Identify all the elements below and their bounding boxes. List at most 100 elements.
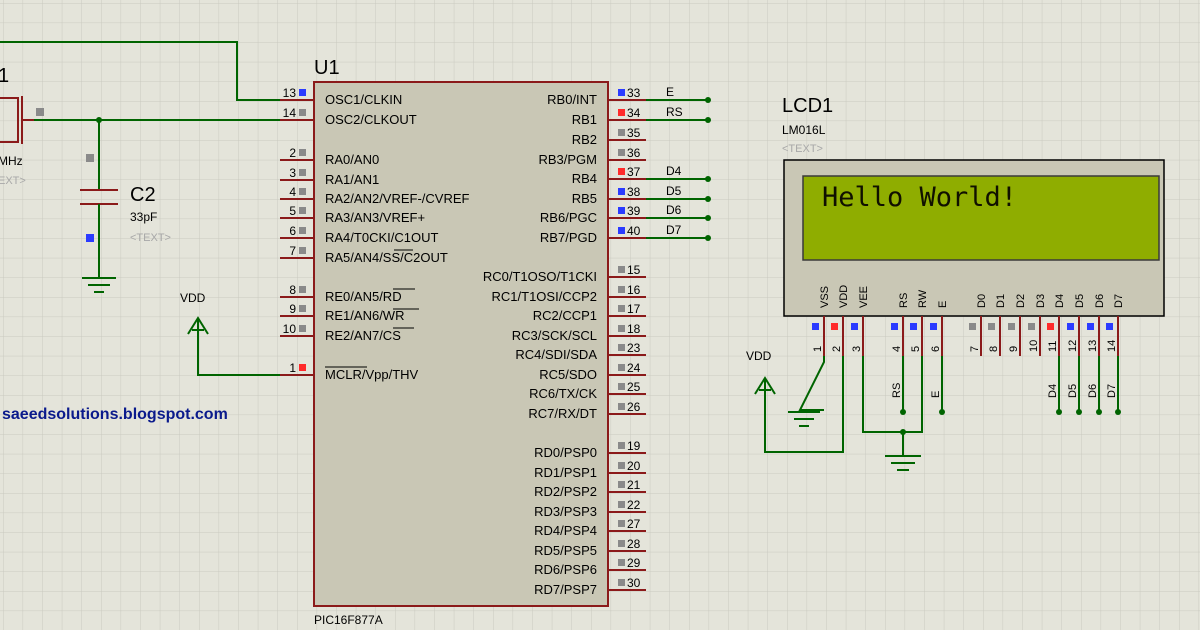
mcu-pin-number: 16 — [627, 283, 641, 297]
mcu-pin-number: 25 — [627, 380, 641, 394]
mcu-pin-number: 22 — [627, 498, 641, 512]
mcu-pin-number: 18 — [627, 322, 641, 336]
lcd-net-label-d4: D4 — [1047, 384, 1059, 398]
lcd-screen — [802, 175, 1160, 261]
mcu-pin-marker — [299, 325, 306, 332]
mcu-pin-label-re0-an5-rd: RE0/AN5/RD — [325, 289, 402, 304]
net-terminal-dot — [900, 409, 906, 415]
lcd-pin-marker — [1087, 323, 1094, 330]
lcd-part: LM016L — [782, 123, 826, 137]
mcu-pin-label-ra3-an3-vref: RA3/AN3/VREF+ — [325, 210, 425, 225]
lcd-net-label-d6: D6 — [1087, 384, 1099, 398]
net-terminal-dot — [705, 235, 711, 241]
mcu-pin-label-re1-an6-wr: RE1/AN6/WR — [325, 308, 404, 323]
mcu-pin-label-re2-an7-cs: RE2/AN7/CS — [325, 328, 401, 343]
lcd-net-label-d7: D7 — [1106, 384, 1118, 398]
crystal-freq-partial: MHz — [0, 154, 23, 168]
mcu-pin-number: 13 — [283, 86, 297, 100]
mcu-pin-number: 1 — [289, 361, 296, 375]
lcd-pin-number: 11 — [1047, 341, 1059, 352]
mcu-pin-marker — [299, 109, 306, 116]
lcd-pin-number: 6 — [930, 346, 942, 352]
lcd-pin-marker — [930, 323, 937, 330]
mcu-pin-label-rb6-pgc: RB6/PGC — [540, 210, 597, 225]
mcu-pin-label-rb3-pgm: RB3/PGM — [538, 152, 597, 167]
mcu-pin-number: 26 — [627, 400, 641, 414]
mcu-pin-label-mclr-vpp-thv: MCLR/Vpp/THV — [325, 367, 419, 382]
lcd-ref: LCD1 — [782, 95, 833, 117]
mcu-pin-marker — [618, 109, 625, 116]
mcu-pin-marker — [618, 266, 625, 273]
lcd-pin-label-e: E — [937, 301, 949, 308]
lcd-pin-label-d5: D5 — [1074, 294, 1086, 308]
mcu-pin-label-osc2-clkout: OSC2/CLKOUT — [325, 112, 417, 127]
mcu-pin-number: 20 — [627, 459, 641, 473]
lcd-pin-label-d6: D6 — [1094, 294, 1106, 308]
mcu-pin-label-rd5-psp5: RD5/PSP5 — [534, 543, 597, 558]
lcd-pin-marker — [1067, 323, 1074, 330]
mcu-pin-marker — [299, 188, 306, 195]
crystal-text-partial: EXT> — [0, 175, 26, 187]
cap-pin-marker-bottom — [86, 234, 94, 242]
lcd-pin-label-d4: D4 — [1054, 294, 1066, 308]
mcu-pin-marker — [618, 305, 625, 312]
lcd-pin-number: 5 — [910, 346, 922, 352]
mcu-pin-number: 19 — [627, 439, 641, 453]
net-terminal-dot — [1096, 409, 1102, 415]
cap-pin-marker-top — [86, 154, 94, 162]
mcu-pin-label-rb1: RB1 — [572, 112, 597, 127]
net-terminal-dot — [705, 215, 711, 221]
lcd-pin-number: 3 — [851, 346, 863, 352]
ground-icon — [82, 277, 116, 293]
mcu-pin-number: 27 — [627, 517, 641, 531]
mcu-pin-marker — [618, 520, 625, 527]
mcu-pin-number: 9 — [289, 302, 296, 316]
lcd-pin-marker — [1106, 323, 1113, 330]
cap-ref: C2 — [130, 184, 156, 206]
lcd-pin-number: 9 — [1008, 346, 1020, 352]
lcd-pin-marker — [1047, 323, 1054, 330]
oscillator-circuit: 1 MHz EXT> C2 33pF <TEXT> — [0, 41, 280, 293]
mcu-pin-label-rd4-psp4: RD4/PSP4 — [534, 523, 597, 538]
mcu-pin-marker — [618, 481, 625, 488]
mcu-pin-number: 5 — [289, 204, 296, 218]
net-label-rb7: D7 — [666, 223, 682, 237]
net-terminal-dot — [1076, 409, 1082, 415]
lcd-pin-label-d0: D0 — [976, 294, 988, 308]
mcu-pin-label-rc0-t1oso-t1cki: RC0/T1OSO/T1CKI — [483, 269, 597, 284]
mcu-pin-number: 3 — [289, 166, 296, 180]
mcu-pin-label-ra1-an1: RA1/AN1 — [325, 172, 379, 187]
mcu-pin-number: 17 — [627, 302, 641, 316]
net-terminal-dot — [1056, 409, 1062, 415]
lcd-pin-label-d1: D1 — [995, 294, 1007, 308]
mcu-pin-number: 2 — [289, 146, 296, 160]
mcu-pin-number: 24 — [627, 361, 641, 375]
mcu-pin-marker — [299, 364, 306, 371]
lcd-vee-rw-ground-wire — [862, 356, 923, 433]
mcu-pin-marker — [299, 247, 306, 254]
lcd-wiring: VDD — [746, 349, 923, 471]
lcd-pin-label-vss: VSS — [819, 286, 831, 308]
lcd-pin-marker — [1028, 323, 1035, 330]
mcu-pin-marker — [618, 325, 625, 332]
mcu-pin-marker — [299, 149, 306, 156]
lcd-text-placeholder: <TEXT> — [782, 143, 823, 155]
mcu-pin-number: 38 — [627, 185, 641, 199]
net-terminal-dot — [1115, 409, 1121, 415]
mcu-pin-number: 36 — [627, 146, 641, 160]
mcu-pin-label-rd6-psp6: RD6/PSP6 — [534, 562, 597, 577]
net-label-rb0: E — [666, 85, 674, 99]
mcu-pin-label-rb5: RB5 — [572, 191, 597, 206]
mcu-pin-label-rc7-rx-dt: RC7/RX/DT — [528, 406, 597, 421]
cap-text-placeholder: <TEXT> — [130, 232, 171, 244]
lcd-net-label-rs: RS — [891, 383, 903, 398]
mcu-pin-marker — [618, 344, 625, 351]
mcu-pin-number: 6 — [289, 224, 296, 238]
mclr-wire — [197, 320, 280, 376]
lcd-vdd-wire — [764, 356, 844, 453]
mcu-pin-number: 40 — [627, 224, 641, 238]
crystal-body — [0, 97, 19, 143]
